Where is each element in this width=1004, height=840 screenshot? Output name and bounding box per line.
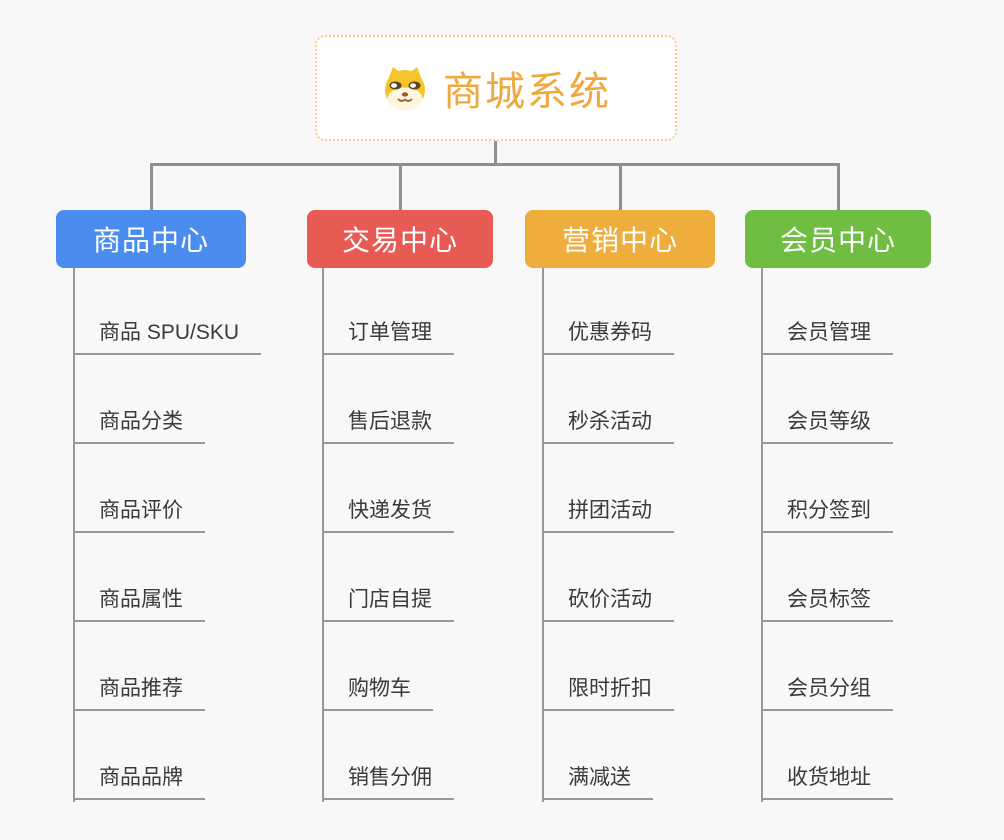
root-title: 商城系统 — [443, 70, 611, 114]
child-node-label: 快递发货 — [322, 494, 454, 533]
dog-face-icon — [381, 64, 429, 112]
child-node-label: 商品属性 — [73, 583, 205, 622]
child-node[interactable]: 会员管理 — [761, 266, 893, 355]
child-node-label: 订单管理 — [322, 316, 454, 355]
child-node-label: 积分签到 — [761, 494, 893, 533]
child-node[interactable]: 限时折扣 — [542, 622, 674, 711]
branch-node[interactable]: 交易中心 — [307, 210, 493, 268]
child-node[interactable]: 商品属性 — [73, 533, 261, 622]
branch-node[interactable]: 会员中心 — [745, 210, 931, 268]
child-node-label: 会员管理 — [761, 316, 893, 355]
branch-node-label: 营销中心 — [561, 225, 678, 256]
child-node-label: 门店自提 — [322, 583, 454, 622]
child-node[interactable]: 会员分组 — [761, 622, 893, 711]
child-node[interactable]: 商品评价 — [73, 444, 261, 533]
branch-node[interactable]: 商品中心 — [56, 210, 246, 268]
branch-children-column: 商品 SPU/SKU 商品分类商品评价商品属性商品推荐商品品牌 — [73, 266, 262, 802]
child-node-label: 商品推荐 — [73, 672, 205, 711]
child-node[interactable]: 商品分类 — [73, 355, 261, 444]
child-node-label: 商品评价 — [73, 494, 205, 533]
child-node[interactable]: 满减送 — [542, 711, 674, 800]
child-node[interactable]: 优惠券码 — [542, 266, 674, 355]
child-node-label: 会员分组 — [761, 672, 893, 711]
child-node[interactable]: 收货地址 — [761, 711, 893, 800]
child-node-label: 会员等级 — [761, 405, 893, 444]
connector-drop — [618, 164, 622, 210]
child-node[interactable]: 商品 SPU/SKU — [73, 266, 262, 355]
child-node-label: 会员标签 — [761, 583, 893, 622]
child-node[interactable]: 会员标签 — [761, 533, 893, 622]
child-node[interactable]: 拼团活动 — [542, 444, 674, 533]
child-node-label: 限时折扣 — [542, 672, 674, 711]
child-node[interactable]: 快递发货 — [322, 444, 454, 533]
connector-drop — [398, 164, 402, 210]
child-node-label: 秒杀活动 — [542, 405, 674, 444]
child-node[interactable]: 售后退款 — [322, 355, 454, 444]
root-node[interactable]: 商城系统 — [315, 35, 677, 141]
child-node-label: 收货地址 — [761, 761, 893, 800]
child-node[interactable]: 商品推荐 — [73, 622, 261, 711]
child-node[interactable]: 购物车 — [322, 622, 454, 711]
child-node-label: 购物车 — [322, 672, 433, 711]
branch-children-column: 会员管理会员等级积分签到会员标签会员分组收货地址 — [761, 266, 893, 802]
child-node-label: 优惠券码 — [542, 316, 674, 355]
connector-drop — [149, 164, 153, 210]
branch-node-label: 交易中心 — [341, 225, 458, 256]
branch-node[interactable]: 营销中心 — [525, 210, 715, 268]
child-node[interactable]: 砍价活动 — [542, 533, 674, 622]
child-node[interactable]: 订单管理 — [322, 266, 454, 355]
child-node[interactable]: 销售分佣 — [322, 711, 454, 800]
branch-children-column: 优惠券码秒杀活动拼团活动砍价活动限时折扣满减送 — [542, 266, 674, 802]
child-node[interactable]: 积分签到 — [761, 444, 893, 533]
child-node-label: 商品 SPU/SKU — [73, 316, 262, 355]
child-node-label: 砍价活动 — [542, 583, 674, 622]
connector-rail — [149, 163, 840, 166]
child-node-label: 商品品牌 — [73, 761, 205, 800]
branch-children-column: 订单管理售后退款快递发货门店自提购物车销售分佣 — [322, 266, 454, 802]
child-node-label: 售后退款 — [322, 405, 454, 444]
child-node[interactable]: 秒杀活动 — [542, 355, 674, 444]
child-node-label: 拼团活动 — [542, 494, 674, 533]
branch-node-label: 会员中心 — [779, 225, 896, 256]
connector-drop — [836, 164, 840, 210]
child-node-label: 销售分佣 — [322, 761, 454, 800]
child-node-label: 商品分类 — [73, 405, 205, 444]
child-node[interactable]: 商品品牌 — [73, 711, 261, 800]
connector-root-stub — [494, 141, 497, 166]
child-node-label: 满减送 — [542, 761, 653, 800]
child-node[interactable]: 会员等级 — [761, 355, 893, 444]
child-node[interactable]: 门店自提 — [322, 533, 454, 622]
branch-node-label: 商品中心 — [92, 225, 209, 256]
